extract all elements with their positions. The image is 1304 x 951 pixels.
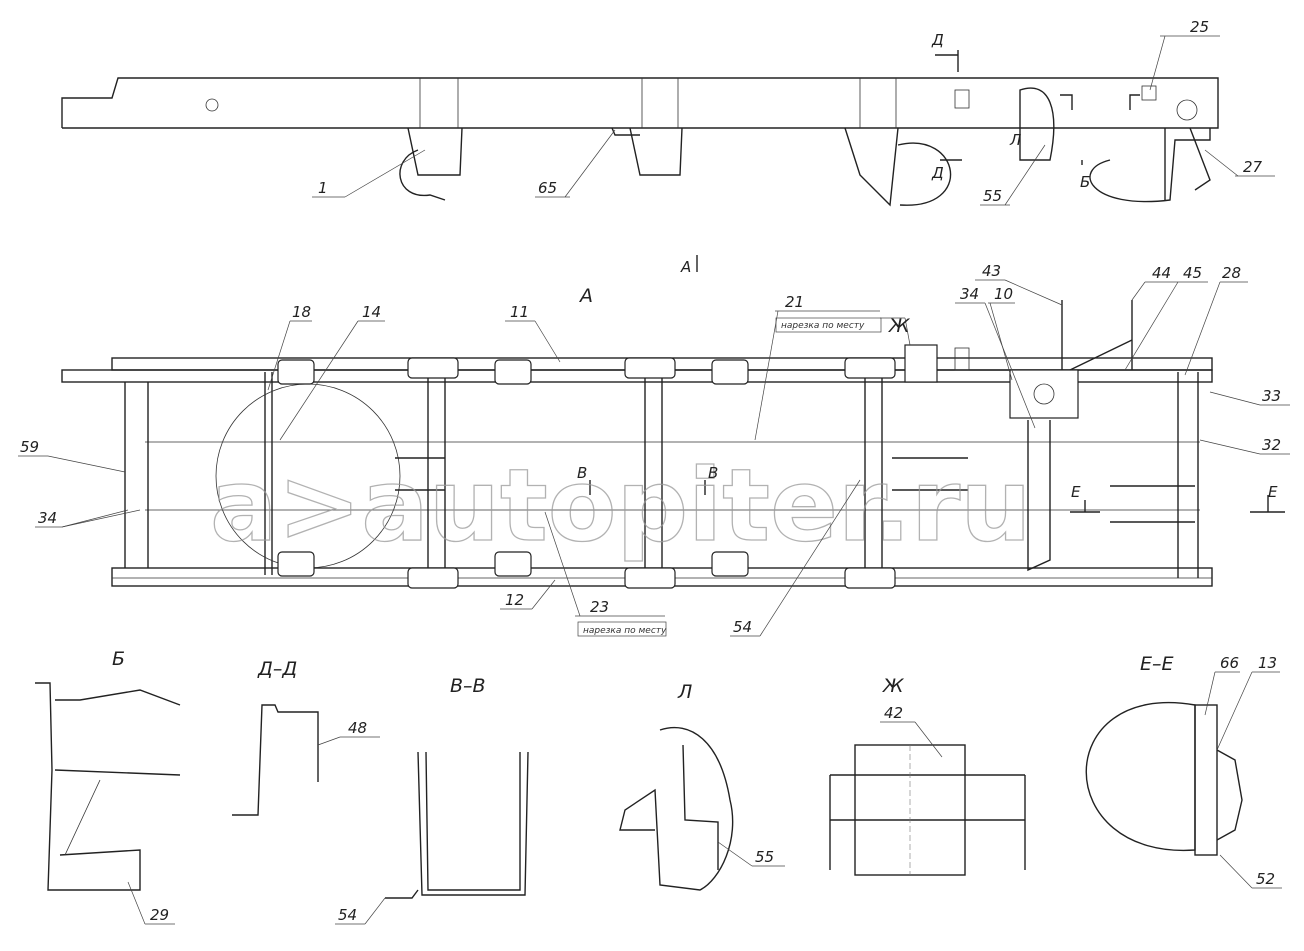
callout-zh: Ж	[888, 315, 911, 337]
callout-leaders	[18, 35, 1290, 925]
callout-55: 55	[983, 187, 1002, 205]
callout-27: 27	[1243, 158, 1263, 176]
callout-12: 12	[505, 591, 524, 609]
callout-34-left: 34	[38, 509, 57, 527]
section-title-l: Л	[677, 681, 692, 703]
section-titles: Б Д–Д В–В Л Ж Е–Е	[112, 648, 1174, 703]
frame-side-view	[61, 50, 1219, 207]
section-title-dd: Д–Д	[257, 658, 297, 680]
callout-44: 44	[1152, 264, 1171, 282]
note-cut-in-place-23: нарезка по месту	[583, 626, 667, 636]
marker-d-top: Д	[931, 31, 944, 49]
callout-13: 13	[1258, 654, 1277, 672]
callout-25: 25	[1190, 18, 1209, 36]
callout-43: 43	[982, 262, 1001, 280]
callout-66: 66	[1220, 654, 1239, 672]
callout-29: 29	[150, 906, 169, 924]
callout-65: 65	[538, 179, 557, 197]
section-title-vv: В–В	[450, 675, 486, 697]
marker-v2: В	[708, 464, 718, 482]
callout-32: 32	[1262, 436, 1281, 454]
watermark: a>autopiter.ru	[210, 447, 1031, 564]
callout-1: 1	[318, 179, 328, 197]
callout-33: 33	[1262, 387, 1281, 405]
callout-48: 48	[348, 719, 367, 737]
callout-55-lower: 55	[755, 848, 774, 866]
callout-54: 54	[733, 618, 752, 636]
callout-52: 52	[1256, 870, 1275, 888]
marker-a-arrow: А	[680, 258, 691, 276]
view-markers: Д Д Л Б А А В В Е Е	[577, 31, 1278, 501]
marker-e1: Е	[1071, 483, 1081, 501]
callout-14: 14	[362, 303, 381, 321]
marker-e2: Е	[1268, 483, 1278, 501]
marker-b: Б	[1080, 173, 1090, 191]
callout-34: 34	[960, 285, 979, 303]
marker-d-side: Д	[931, 164, 944, 182]
callout-28: 28	[1222, 264, 1241, 282]
note-cut-in-place-21: нарезка по месту	[781, 321, 865, 331]
callout-23: 23	[590, 598, 609, 616]
marker-l: Л	[1009, 131, 1021, 149]
callout-42: 42	[884, 704, 903, 722]
section-title-b: Б	[112, 648, 125, 670]
marker-v1: В	[577, 464, 587, 482]
callout-labels: 25 27 1 65 55 43 34 10 44 45 28 18 14 11…	[20, 18, 1281, 924]
marker-a-view: А	[578, 285, 593, 307]
frame-plan-view	[61, 255, 1285, 589]
callout-18: 18	[292, 303, 311, 321]
callout-11: 11	[510, 303, 529, 321]
callout-10: 10	[994, 285, 1013, 303]
callout-45: 45	[1183, 264, 1202, 282]
callout-59: 59	[20, 438, 39, 456]
section-title-ee: Е–Е	[1140, 653, 1174, 675]
section-title-zh: Ж	[882, 675, 905, 697]
section-views	[35, 682, 1243, 899]
callout-21: 21	[785, 293, 804, 311]
callout-54-lower: 54	[338, 906, 357, 924]
